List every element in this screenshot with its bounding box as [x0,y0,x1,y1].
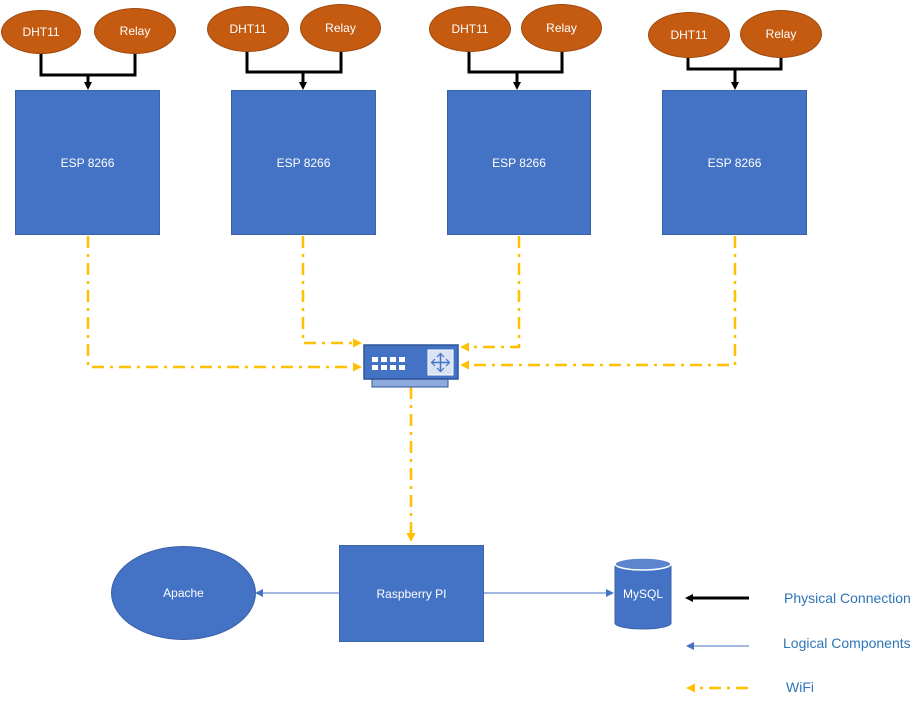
dht11-sensor-1: DHT11 [1,10,81,54]
esp8266-node-2: ESP 8266 [231,90,376,235]
physical-connections [39,50,783,86]
esp8266-label-1: ESP 8266 [60,155,115,170]
dht11-label-2: DHT11 [229,22,267,36]
esp8266-label-2: ESP 8266 [276,155,331,170]
wifi-link-esp4 [460,236,737,370]
raspberry-pi: Raspberry PI [339,545,484,642]
apache-server: Apache [111,546,256,640]
mysql-database: MySQL [615,574,671,614]
legend-logical-label: Logical Components [783,635,911,651]
esp8266-node-1: ESP 8266 [15,90,160,235]
legend-wifi-label: WiFi [786,679,814,695]
relay-3: Relay [521,4,602,52]
wifi-link-esp2 [301,236,362,348]
wifi-connections [86,236,737,542]
relay-label-2: Relay [325,21,356,35]
esp8266-label-4: ESP 8266 [707,155,762,170]
apache-label: Apache [163,586,204,600]
dht11-sensor-2: DHT11 [207,6,289,52]
legend-symbols [685,594,749,693]
esp8266-node-4: ESP 8266 [662,90,807,235]
physical-connection-4 [686,56,783,86]
physical-connection-2 [245,50,343,86]
relay-4: Relay [740,10,822,58]
legend-physical-label: Physical Connection [784,590,911,606]
physical-connection-1 [39,52,137,86]
relay-label-4: Relay [765,27,797,41]
raspberry-pi-label: Raspberry PI [376,586,447,601]
relay-label-3: Relay [546,21,577,35]
database-cylinder-icon [614,557,672,630]
esp8266-label-3: ESP 8266 [492,155,546,170]
dht11-label-1: DHT11 [22,25,60,39]
relay-label-1: Relay [119,24,151,38]
dht11-sensor-4: DHT11 [648,12,730,58]
physical-connection-3 [467,50,564,86]
wifi-link-esp1 [86,236,362,372]
network-switch-icon [363,344,459,388]
esp8266-node-3: ESP 8266 [447,90,591,235]
mysql-label: MySQL [622,587,663,601]
relay-2: Relay [300,4,381,52]
wifi-link-esp3 [460,236,521,352]
dht11-sensor-3: DHT11 [429,6,511,52]
dht11-label-3: DHT11 [451,22,489,36]
dht11-label-4: DHT11 [670,28,708,42]
relay-1: Relay [94,8,176,54]
